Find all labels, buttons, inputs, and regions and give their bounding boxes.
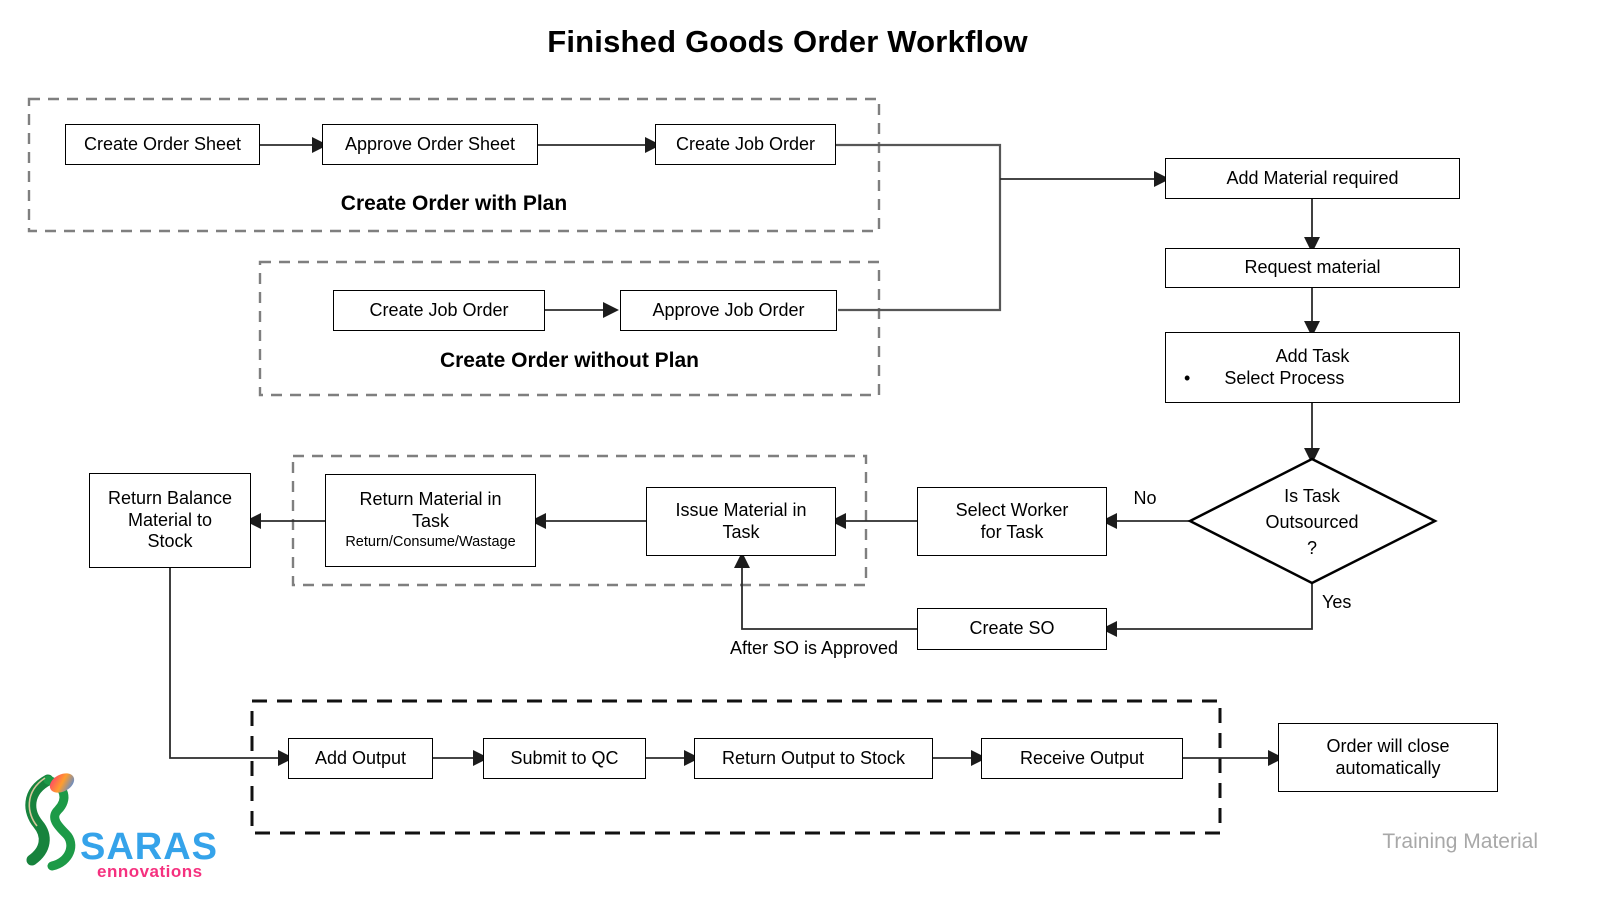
edge-returnbalance-addoutput: [169, 568, 294, 767]
node-label: Order will close: [1326, 735, 1450, 756]
decision-line: Is Task: [1284, 486, 1340, 506]
edge-label-after-so-approved: After SO is Approved: [729, 638, 899, 658]
logo-thread: [28, 777, 46, 827]
node-submit-to-qc: Submit to QC: [483, 738, 646, 779]
node-add-material-required: Add Material required: [1165, 158, 1460, 199]
node-label: Select Process: [1224, 367, 1345, 388]
node-label: automatically: [1335, 757, 1441, 778]
logo-ribbon-left: [25, 774, 54, 866]
logo-flame: [49, 773, 75, 793]
node-label: for Task: [980, 521, 1044, 542]
node-return-output-to-stock: Return Output to Stock: [694, 738, 933, 779]
node-add-task: Add Task • Select Process: [1165, 332, 1460, 403]
node-is-task-outsourced: Is Task Outsourced ?: [1212, 480, 1412, 564]
node-order-will-close-automatically: Order will close automatically: [1278, 723, 1498, 792]
node-label: Issue Material in: [675, 499, 807, 520]
node-label: Add Output: [314, 747, 407, 768]
node-select-worker-for-task: Select Worker for Task: [917, 487, 1107, 556]
bullet-icon: •: [1184, 367, 1191, 388]
logo-ribbon-right: [43, 775, 76, 871]
node-label: Return Balance: [107, 487, 233, 508]
node-label: Request material: [1244, 257, 1381, 278]
brand-subtitle: ennovations: [97, 862, 203, 881]
node-label: Task: [411, 511, 449, 532]
node-create-so: Create SO: [917, 608, 1107, 650]
node-label: Create SO: [969, 618, 1055, 639]
node-label: Material to: [127, 509, 213, 530]
node-create-job-order: Create Job Order: [333, 290, 545, 331]
node-label: Create Order Sheet: [83, 133, 242, 154]
node-create-job-order-plan: Create Job Order: [655, 124, 836, 165]
node-return-material-in-task: Return Material in Task Return/Consume/W…: [325, 474, 536, 567]
decision-line: Outsourced: [1265, 512, 1359, 532]
node-return-balance-material-to-stock: Return Balance Material to Stock: [89, 473, 251, 568]
node-label: Submit to QC: [510, 747, 619, 768]
node-label: Add Task: [1275, 345, 1350, 366]
node-label: Create Job Order: [369, 299, 509, 320]
node-issue-material-in-task: Issue Material in Task: [646, 487, 836, 556]
edge-createso-issuematerial: [733, 552, 917, 630]
caption-create-order-with-plan: Create Order with Plan: [340, 192, 568, 215]
node-receive-output: Receive Output: [981, 738, 1183, 779]
node-request-material: Request material: [1165, 248, 1460, 288]
edge-label-no: No: [1133, 488, 1157, 508]
node-label: Receive Output: [1019, 747, 1145, 768]
node-label: Return Output to Stock: [721, 747, 906, 768]
node-add-output: Add Output: [288, 738, 433, 779]
node-label: Approve Order Sheet: [344, 133, 516, 154]
decision-line: ?: [1306, 538, 1317, 558]
caption-create-order-without-plan: Create Order without Plan: [439, 349, 700, 372]
node-label: Select Worker: [955, 499, 1069, 520]
node-label: Create Job Order: [675, 133, 816, 154]
node-approve-job-order: Approve Job Order: [620, 290, 837, 331]
brand-name: SARAS: [80, 826, 219, 868]
node-create-order-sheet: Create Order Sheet: [65, 124, 260, 165]
add-task-subitem: • Select Process: [1166, 368, 1459, 390]
node-subtext: Return/Consume/Wastage: [345, 534, 516, 551]
node-label: Add Material required: [1226, 167, 1399, 188]
saras-logo-icon: [25, 773, 76, 871]
node-approve-order-sheet: Approve Order Sheet: [322, 124, 538, 165]
edge-label-yes: Yes: [1322, 592, 1352, 612]
node-label: Task: [722, 521, 760, 542]
node-label: Return Material in: [359, 489, 502, 510]
node-label: Stock: [147, 531, 193, 552]
edge-joborder-merge: [836, 143, 1002, 312]
edge-decision-yes-createso: [1101, 583, 1313, 638]
page-title: Finished Goods Order Workflow: [547, 24, 1028, 59]
node-label: Approve Job Order: [652, 299, 805, 320]
footer-note: Training Material: [1382, 830, 1538, 853]
